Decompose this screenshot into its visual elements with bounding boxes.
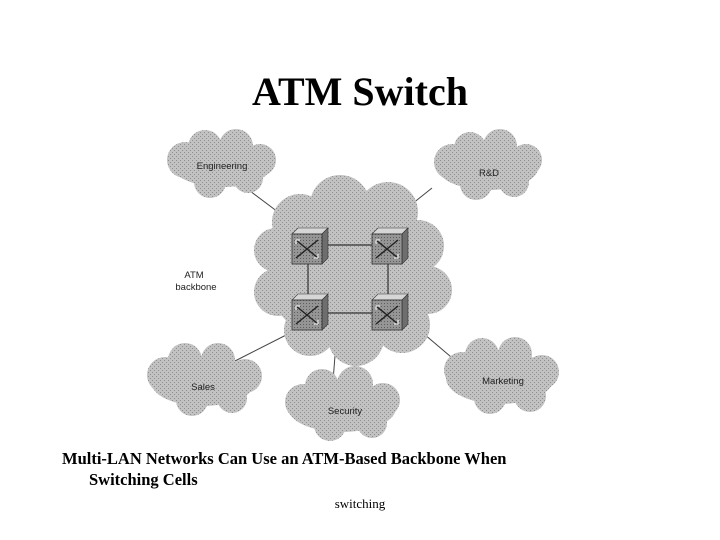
sales-lan-cloud: [147, 343, 262, 416]
marketing-label: Marketing: [482, 376, 524, 387]
footer-label: switching: [334, 496, 386, 511]
caption-line-1: Multi-LAN Networks Can Use an ATM-Based …: [62, 449, 507, 468]
atm-switch-icon: [291, 293, 329, 331]
marketing-lan-cloud: [444, 337, 559, 414]
rnd-label: R&D: [479, 168, 499, 179]
security-lan-cloud: [285, 366, 400, 441]
sales-label: Sales: [191, 382, 215, 393]
atm-switch-icon: [291, 227, 329, 265]
security-label: Security: [328, 406, 363, 417]
caption-line-2: Switching Cells: [89, 470, 198, 489]
atm-switch-icon: [371, 227, 409, 265]
atm-backbone-cloud: [254, 175, 452, 366]
atm-switch-icon: [371, 293, 409, 331]
engineering-label: Engineering: [197, 161, 248, 172]
atm-backbone-label-line1: ATM: [184, 270, 203, 281]
rnd-lan-cloud: [434, 129, 542, 200]
slide-title: ATM Switch: [252, 69, 468, 114]
slide-caption: Multi-LAN Networks Can Use an ATM-Based …: [62, 448, 682, 490]
atm-backbone-label-line2: backbone: [175, 282, 216, 293]
engineering-lan-cloud: [167, 129, 276, 198]
